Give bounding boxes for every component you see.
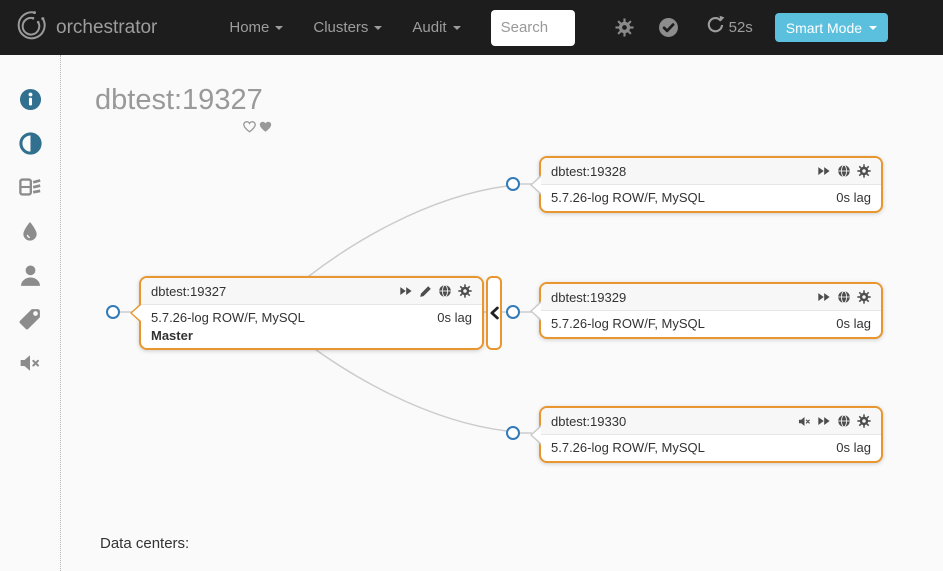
chevron-down-icon bbox=[275, 25, 284, 30]
heart-filled-icon[interactable] bbox=[258, 119, 273, 134]
fast-forward-icon[interactable] bbox=[817, 414, 831, 428]
node-lag: 0s lag bbox=[437, 310, 472, 325]
node-actions bbox=[798, 414, 871, 428]
mute-icon[interactable] bbox=[18, 351, 42, 375]
mute-icon[interactable] bbox=[798, 415, 811, 428]
nav-item-audit[interactable]: Audit bbox=[412, 19, 461, 36]
node-header: dbtest:19327 bbox=[141, 278, 482, 305]
globe-icon[interactable] bbox=[837, 414, 851, 428]
chevron-down-icon bbox=[452, 25, 461, 30]
smart-mode-label: Smart Mode bbox=[785, 19, 863, 36]
node-pointer bbox=[532, 176, 541, 193]
droplet-icon[interactable] bbox=[18, 219, 42, 243]
node-body: 5.7.26-log ROW/F, MySQL 0s lag bbox=[541, 311, 881, 338]
node-lag: 0s lag bbox=[836, 190, 871, 205]
node-hostname: dbtest:19328 bbox=[551, 163, 627, 179]
chevron-down-icon bbox=[869, 25, 878, 30]
globe-icon[interactable] bbox=[438, 284, 452, 298]
node-version: 5.7.26-log ROW/F, MySQL bbox=[551, 316, 705, 331]
collapse-replicas-button[interactable] bbox=[486, 276, 502, 350]
globe-icon[interactable] bbox=[837, 290, 851, 304]
refresh-countdown: 52s bbox=[728, 19, 753, 36]
node-actions bbox=[399, 284, 472, 298]
node-header: dbtest:19328 bbox=[541, 158, 881, 185]
connector-handle-replica-19330[interactable] bbox=[506, 426, 520, 440]
node-version: 5.7.26-log ROW/F, MySQL bbox=[551, 440, 705, 455]
node-body: 5.7.26-log ROW/F, MySQL 0s lag bbox=[541, 185, 881, 212]
gear-icon[interactable] bbox=[857, 290, 871, 304]
user-icon[interactable] bbox=[18, 263, 42, 287]
chevron-left-icon bbox=[490, 306, 499, 320]
settings-gear-icon[interactable] bbox=[615, 18, 634, 37]
gear-icon[interactable] bbox=[857, 414, 871, 428]
navbar: orchestrator Home Clusters Audit bbox=[0, 0, 943, 55]
info-icon[interactable] bbox=[18, 87, 42, 111]
nav-item-home[interactable]: Home bbox=[229, 19, 284, 36]
gear-icon[interactable] bbox=[458, 284, 472, 298]
node-hostname: dbtest:19329 bbox=[551, 289, 627, 305]
page-title: dbtest:19327 bbox=[95, 84, 263, 116]
node-master-dbtest-19327[interactable]: dbtest:19327 5.7.26-log ROW/F, MySQL 0s … bbox=[130, 276, 484, 350]
tag-icon[interactable] bbox=[18, 307, 42, 331]
brand-link[interactable]: orchestrator bbox=[13, 8, 157, 47]
node-body: 5.7.26-log ROW/F, MySQL 0s lag bbox=[541, 435, 881, 462]
brand-title: orchestrator bbox=[56, 16, 158, 38]
heart-outline-icon[interactable] bbox=[242, 119, 257, 134]
connector-handle-replica-19328[interactable] bbox=[506, 177, 520, 191]
nav-item-clusters[interactable]: Clusters bbox=[313, 19, 383, 36]
database-compact-icon[interactable] bbox=[18, 175, 42, 199]
gear-icon[interactable] bbox=[857, 164, 871, 178]
pencil-icon[interactable] bbox=[419, 285, 432, 298]
node-hostname: dbtest:19327 bbox=[151, 283, 227, 299]
nav-item-home-label: Home bbox=[229, 19, 270, 36]
nav-menu: Home Clusters Audit bbox=[229, 19, 461, 36]
node-replica-dbtest-19329[interactable]: dbtest:19329 5.7.26-log ROW/F, MySQL 0s … bbox=[530, 282, 883, 339]
globe-icon[interactable] bbox=[837, 164, 851, 178]
sidebar bbox=[0, 55, 61, 571]
node-header: dbtest:19329 bbox=[541, 284, 881, 311]
node-lag: 0s lag bbox=[836, 440, 871, 455]
node-version: 5.7.26-log ROW/F, MySQL bbox=[151, 310, 305, 325]
fast-forward-icon[interactable] bbox=[399, 284, 413, 298]
node-pointer bbox=[532, 302, 541, 319]
node-body: 5.7.26-log ROW/F, MySQL 0s lag Master bbox=[141, 305, 482, 349]
node-role-label: Master bbox=[151, 328, 193, 343]
connector-handle-master-left[interactable] bbox=[106, 305, 120, 319]
nav-item-audit-label: Audit bbox=[412, 19, 447, 36]
search-input[interactable] bbox=[490, 9, 575, 46]
node-actions bbox=[817, 164, 871, 178]
node-lag: 0s lag bbox=[836, 316, 871, 331]
orchestrator-logo-icon bbox=[13, 8, 47, 47]
chevron-down-icon bbox=[374, 25, 383, 30]
check-circle-icon[interactable] bbox=[658, 17, 679, 38]
favorite-controls bbox=[242, 119, 273, 134]
nav-item-clusters-label: Clusters bbox=[313, 19, 369, 36]
node-replica-dbtest-19330[interactable]: dbtest:19330 5.7.26-log ROW/F, bbox=[530, 406, 883, 463]
refresh-control[interactable]: 52s bbox=[705, 15, 753, 40]
data-centers-label: Data centers: bbox=[100, 535, 190, 552]
adjust-icon[interactable] bbox=[18, 131, 42, 155]
node-actions bbox=[817, 290, 871, 304]
smart-mode-button[interactable]: Smart Mode bbox=[774, 13, 889, 42]
node-replica-dbtest-19328[interactable]: dbtest:19328 5.7.26-log ROW/F, MySQL 0s … bbox=[530, 156, 883, 213]
refresh-icon bbox=[705, 15, 725, 40]
fast-forward-icon[interactable] bbox=[817, 164, 831, 178]
node-hostname: dbtest:19330 bbox=[551, 413, 627, 429]
node-pointer bbox=[132, 305, 141, 321]
connector-handle-replica-19329[interactable] bbox=[506, 305, 520, 319]
node-version: 5.7.26-log ROW/F, MySQL bbox=[551, 190, 705, 205]
node-header: dbtest:19330 bbox=[541, 408, 881, 435]
node-pointer bbox=[532, 426, 541, 443]
fast-forward-icon[interactable] bbox=[817, 290, 831, 304]
